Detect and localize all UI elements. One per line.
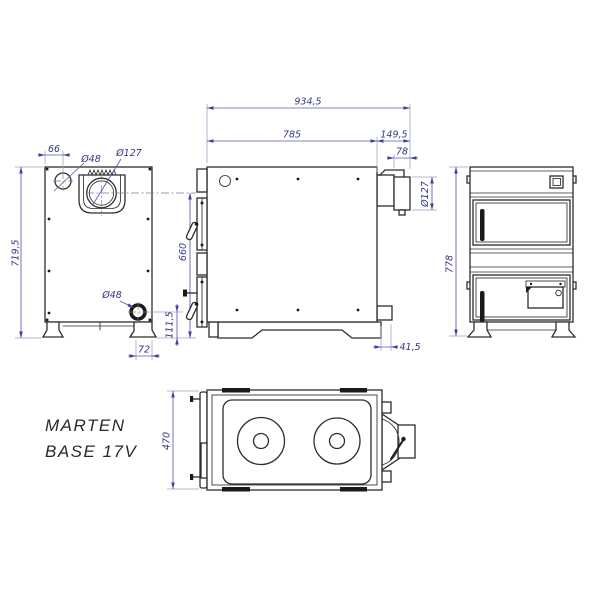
dim-body-length: 785 [207, 130, 378, 172]
dim-foot-inset: 72 [128, 340, 160, 360]
dim-overall-depth: 470 [162, 390, 199, 490]
top-port-centerlines [53, 171, 73, 191]
dim-flue-diameter-side: Ø127 [412, 176, 437, 211]
label-flue-diameter-back: Ø127 [91, 148, 142, 207]
corner-strips [222, 388, 367, 492]
back-right-foot [128, 321, 158, 338]
bottom-port-centerlines [128, 302, 148, 322]
door-column [196, 168, 208, 328]
front-right-leg [550, 321, 577, 338]
dim-overall-height-front: 778 [445, 166, 468, 337]
dim-port-bottom-height: 111,5 [148, 304, 183, 346]
top-body-outline [206, 389, 383, 491]
lower-door-handle-front [480, 291, 485, 323]
t-screw [183, 289, 187, 297]
control-box [549, 175, 564, 189]
top-inner-line [211, 394, 378, 486]
svg-text:470: 470 [162, 432, 173, 450]
svg-text:934,5: 934,5 [294, 97, 321, 108]
upper-door [472, 199, 571, 246]
upper-door-handle [185, 221, 199, 241]
damper-wedge [526, 287, 532, 293]
spring-zigzag [87, 168, 117, 177]
rear-drain-fitting [376, 305, 393, 321]
label-port-bottom-diameter: Ø48 [101, 290, 135, 308]
svg-text:719,5: 719,5 [11, 239, 22, 266]
hinge-pin-top [190, 396, 194, 402]
dim-flue-stub-length: 78 [387, 147, 418, 168]
side-front-foot [208, 321, 219, 338]
side-latch-bar [200, 442, 208, 479]
product-title: MARTEN BASE 17V [45, 416, 137, 461]
top-front-plate [190, 391, 208, 489]
svg-text:66: 66 [48, 144, 60, 155]
corner-marks [45, 167, 152, 322]
svg-text:Ø127: Ø127 [420, 181, 431, 208]
svg-text:78: 78 [396, 147, 408, 158]
damper-handle [390, 438, 405, 460]
lower-door-handle [183, 289, 199, 321]
side-flue-stub [376, 169, 411, 216]
svg-text:72: 72 [138, 345, 150, 356]
svg-text:Ø127: Ø127 [115, 148, 142, 159]
svg-text:778: 778 [445, 255, 456, 273]
cooking-rings [236, 416, 361, 466]
front-left-leg [466, 321, 493, 338]
middle-bands [469, 248, 574, 273]
dim-overall-height-back: 719,5 [11, 166, 43, 339]
side-view: 934,5 785 149,5 78 [183, 97, 437, 353]
dim-port-top-offset: 66 [38, 144, 70, 171]
top-view: 470 [162, 388, 416, 492]
lower-door [472, 274, 571, 323]
label-port-top-diameter: Ø48 [53, 154, 101, 192]
dim-rear-length: 149,5 [377, 130, 410, 143]
base-lines [62, 321, 135, 331]
panel-separator [469, 192, 574, 198]
damper-knob [555, 289, 562, 297]
top-plate-rounded [222, 399, 372, 485]
front-view: 778 [445, 166, 577, 338]
svg-text:111,5: 111,5 [165, 311, 176, 338]
svg-text:149,5: 149,5 [380, 130, 407, 141]
hinge-pin-bottom [190, 474, 194, 480]
product-name-line2: BASE 17V [45, 442, 137, 461]
svg-text:660: 660 [178, 243, 189, 261]
svg-text:Ø48: Ø48 [101, 290, 122, 301]
screw-dots [235, 177, 360, 312]
dim-overall-length: 934,5 [206, 97, 411, 169]
upper-door-handle-front [480, 209, 485, 241]
side-body-outline [206, 166, 378, 323]
svg-text:785: 785 [283, 130, 301, 141]
side-base-plinth [217, 321, 382, 339]
back-view: 66 Ø48 Ø127 719,5 660 [11, 144, 196, 360]
thermowell-circle [219, 175, 231, 187]
product-name-line1: MARTEN [45, 416, 125, 435]
svg-text:41,5: 41,5 [400, 342, 421, 353]
air-damper-plate [525, 280, 566, 309]
top-flue-outlet [381, 412, 416, 472]
dim-drain-offset: 41,5 [373, 324, 421, 353]
back-left-foot [41, 321, 65, 338]
svg-text:Ø48: Ø48 [80, 154, 101, 165]
